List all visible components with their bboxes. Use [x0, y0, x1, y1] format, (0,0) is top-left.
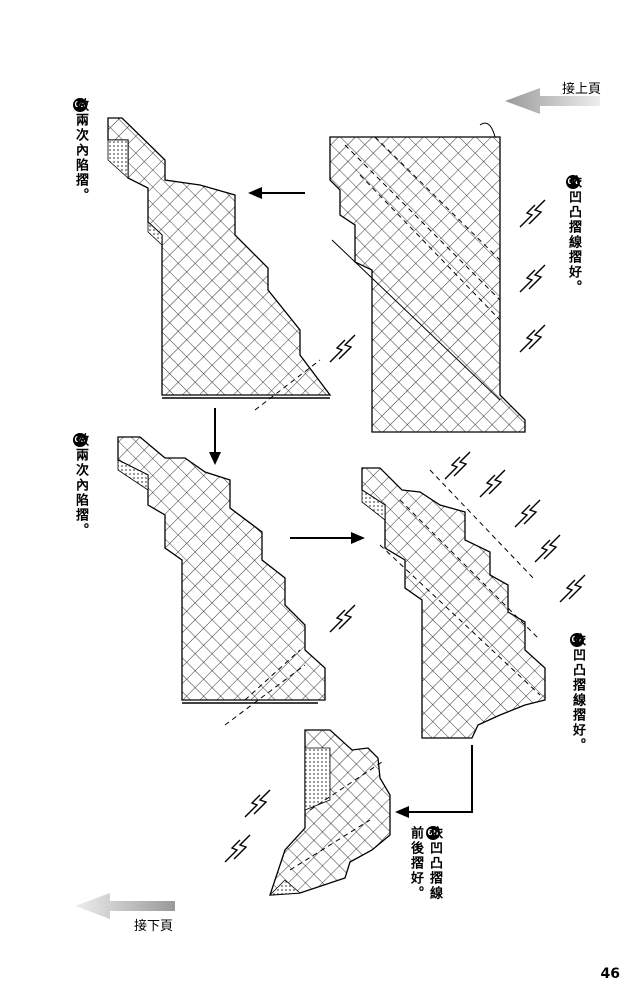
next-page-arrow[interactable]: [75, 893, 175, 919]
figure-step-64: [329, 122, 546, 433]
step-65-caption: 65 做兩次內陷摺。: [73, 98, 88, 203]
figure-step-66: [117, 436, 356, 726]
step-64-caption: 64 依凹凸摺線摺好。: [566, 175, 581, 295]
step-66-text: 做兩次內陷摺。: [73, 433, 88, 538]
step-number-badge: 65: [73, 98, 87, 112]
arrow-65-to-66: [209, 408, 221, 465]
figure-step-67: [361, 451, 586, 739]
step-number-badge: 67: [570, 633, 584, 647]
step-68-text-line-1: 依凹凸摺線: [427, 826, 442, 901]
step-68-caption: 68 依凹凸摺線 前後摺好。: [408, 826, 442, 901]
step-67-caption: 67 依凹凸摺線摺好。: [570, 633, 585, 753]
step-64-text: 依凹凸摺線摺好。: [566, 175, 581, 295]
arrow-67-to-68: [395, 745, 473, 818]
step-68-text-line-2: 前後摺好。: [408, 826, 423, 901]
step-66-caption: 66 做兩次內陷摺。: [73, 433, 88, 538]
figure-step-65: [107, 117, 356, 411]
step-number-badge: 66: [73, 433, 87, 447]
step-number-badge: 64: [566, 175, 580, 189]
next-page-label: 接下頁: [134, 919, 174, 934]
step-65-text: 做兩次內陷摺。: [73, 98, 88, 203]
figure-step-68: [224, 729, 391, 896]
prev-page-label: 接上頁: [562, 82, 602, 97]
step-number-badge: 68: [426, 826, 440, 840]
step-67-text: 依凹凸摺線摺好。: [570, 633, 585, 753]
arrow-64-to-65: [248, 187, 305, 199]
page-number: 46: [600, 966, 620, 982]
prev-page-arrow[interactable]: [505, 88, 600, 114]
arrow-66-to-67: [290, 532, 365, 544]
